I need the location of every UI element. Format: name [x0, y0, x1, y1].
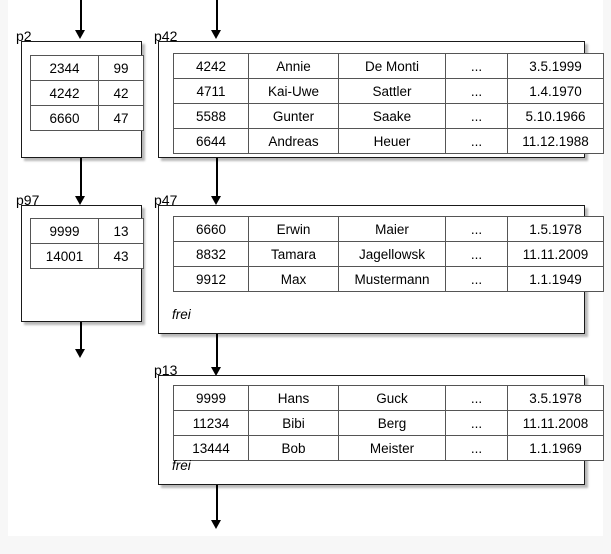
record-id: 9912: [173, 266, 249, 292]
table-row[interactable]: 13444 Bob Meister ... 1.1.1969: [173, 435, 604, 461]
record-date: 3.5.1999: [507, 53, 604, 79]
table-row[interactable]: 14001 43: [30, 243, 144, 269]
page-label-p47: p47: [154, 192, 178, 208]
record-first-name: Andreas: [248, 128, 339, 154]
record-last-name: Jagellowsk: [338, 241, 446, 267]
record-id: 6660: [173, 216, 249, 242]
record-id: 9999: [173, 385, 249, 411]
index-pointer: 99: [98, 55, 144, 81]
index-pointer: 43: [98, 243, 144, 269]
record-first-name: Bob: [248, 435, 339, 461]
index-pointer: 42: [98, 80, 144, 106]
index-key: 14001: [30, 243, 99, 269]
record-last-name: Heuer: [338, 128, 446, 154]
index-key: 9999: [30, 218, 99, 244]
record-first-name: Bibi: [248, 410, 339, 436]
record-date: 1.4.1970: [507, 78, 604, 104]
record-id: 5588: [173, 103, 249, 129]
record-id: 8832: [173, 241, 249, 267]
page-label-p97: p97: [16, 192, 40, 208]
page-label-p2: p2: [16, 28, 32, 44]
record-ellipsis: ...: [445, 385, 508, 411]
table-row[interactable]: 9999 13: [30, 218, 144, 244]
record-ellipsis: ...: [445, 78, 508, 104]
free-space-label-p47: frei: [172, 307, 191, 322]
table-row[interactable]: 4242 42: [30, 80, 144, 106]
record-ellipsis: ...: [445, 103, 508, 129]
record-date: 11.12.1988: [507, 128, 604, 154]
data-table-p47: 6660 Erwin Maier ... 1.5.1978 8832 Tamar…: [173, 216, 604, 292]
record-id: 4242: [173, 53, 249, 79]
record-ellipsis: ...: [445, 241, 508, 267]
record-last-name: Maier: [338, 216, 446, 242]
record-last-name: Sattler: [338, 78, 446, 104]
record-first-name: Kai-Uwe: [248, 78, 339, 104]
record-date: 1.1.1969: [507, 435, 604, 461]
table-row[interactable]: 6660 47: [30, 105, 144, 131]
record-first-name: Max: [248, 266, 339, 292]
page-label-p13: p13: [154, 362, 178, 378]
record-last-name: Meister: [338, 435, 446, 461]
record-date: 11.11.2009: [507, 241, 604, 267]
table-row[interactable]: 2344 99: [30, 55, 144, 81]
record-last-name: Berg: [338, 410, 446, 436]
record-id: 4711: [173, 78, 249, 104]
record-first-name: Annie: [248, 53, 339, 79]
table-row[interactable]: 6644 Andreas Heuer ... 11.12.1988: [173, 128, 604, 154]
record-first-name: Gunter: [248, 103, 339, 129]
table-row[interactable]: 6660 Erwin Maier ... 1.5.1978: [173, 216, 604, 242]
page-label-p42: p42: [154, 28, 178, 44]
record-first-name: Hans: [248, 385, 339, 411]
record-date: 1.1.1949: [507, 266, 604, 292]
record-last-name: De Monti: [338, 53, 446, 79]
data-table-p42: 4242 Annie De Monti ... 3.5.1999 4711 Ka…: [173, 53, 604, 154]
record-ellipsis: ...: [445, 410, 508, 436]
record-date: 3.5.1978: [507, 385, 604, 411]
record-id: 11234: [173, 410, 249, 436]
record-date: 1.5.1978: [507, 216, 604, 242]
index-key: 4242: [30, 80, 99, 106]
record-date: 5.10.1966: [507, 103, 604, 129]
record-last-name: Mustermann: [338, 266, 446, 292]
data-table-p13: 9999 Hans Guck ... 3.5.1978 11234 Bibi B…: [173, 385, 604, 461]
index-key: 2344: [30, 55, 99, 81]
table-row[interactable]: 9912 Max Mustermann ... 1.1.1949: [173, 266, 604, 292]
table-row[interactable]: 5588 Gunter Saake ... 5.10.1966: [173, 103, 604, 129]
record-ellipsis: ...: [445, 435, 508, 461]
free-space-label-p13: frei: [172, 458, 191, 473]
index-pointer: 13: [98, 218, 144, 244]
table-row[interactable]: 8832 Tamara Jagellowsk ... 11.11.2009: [173, 241, 604, 267]
record-id: 6644: [173, 128, 249, 154]
record-last-name: Guck: [338, 385, 446, 411]
table-row[interactable]: 9999 Hans Guck ... 3.5.1978: [173, 385, 604, 411]
table-row[interactable]: 4242 Annie De Monti ... 3.5.1999: [173, 53, 604, 79]
record-ellipsis: ...: [445, 216, 508, 242]
record-ellipsis: ...: [445, 266, 508, 292]
index-pointer: 47: [98, 105, 144, 131]
record-ellipsis: ...: [445, 128, 508, 154]
record-ellipsis: ...: [445, 53, 508, 79]
table-row[interactable]: 4711 Kai-Uwe Sattler ... 1.4.1970: [173, 78, 604, 104]
record-last-name: Saake: [338, 103, 446, 129]
record-id: 13444: [173, 435, 249, 461]
record-date: 11.11.2008: [507, 410, 604, 436]
record-first-name: Tamara: [248, 241, 339, 267]
table-row[interactable]: 11234 Bibi Berg ... 11.11.2008: [173, 410, 604, 436]
index-key: 6660: [30, 105, 99, 131]
record-first-name: Erwin: [248, 216, 339, 242]
index-table-p97: 9999 13 14001 43: [30, 218, 144, 269]
index-table-p2: 2344 99 4242 42 6660 47: [30, 55, 144, 131]
